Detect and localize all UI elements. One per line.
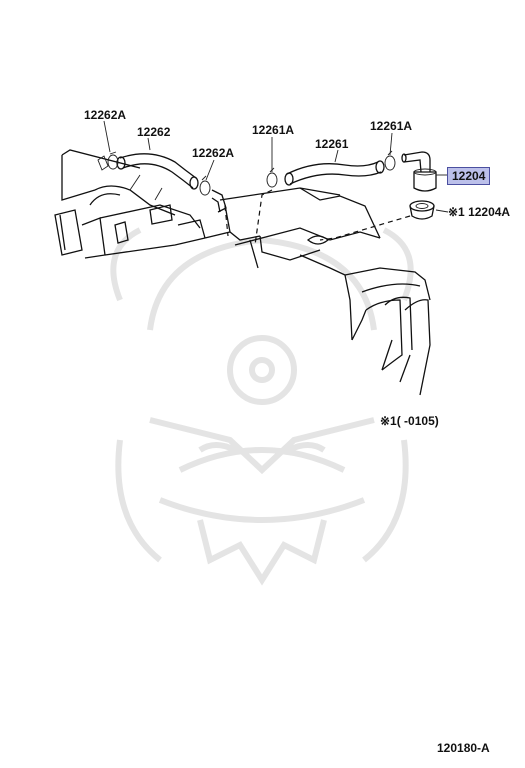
label-12261[interactable]: 12261 xyxy=(315,137,349,151)
pcv-valve-12204-drawing xyxy=(401,151,437,192)
grommet-12204A-drawing xyxy=(409,200,435,220)
label-12204A[interactable]: ※1 12204A xyxy=(448,205,511,219)
diagram-number: 120180-A xyxy=(437,741,490,755)
label-12262A-right[interactable]: 12262A xyxy=(192,146,235,160)
label-12261A-left[interactable]: 12261A xyxy=(252,123,295,137)
footnote-applicability: ※1( -0105) xyxy=(380,414,439,428)
engine-block-drawing xyxy=(54,149,431,396)
watermark-logo xyxy=(110,227,414,586)
label-12204-highlighted[interactable]: 12204 xyxy=(447,167,491,185)
label-12262[interactable]: 12262 xyxy=(137,125,171,139)
hose-12261-drawing xyxy=(266,150,396,188)
label-12261A-right[interactable]: 12261A xyxy=(370,119,413,133)
leader-lines xyxy=(103,120,449,213)
label-12262A-left[interactable]: 12262A xyxy=(84,108,127,122)
hose-12262-drawing xyxy=(97,151,227,213)
dashed-connection-lines xyxy=(224,189,411,246)
